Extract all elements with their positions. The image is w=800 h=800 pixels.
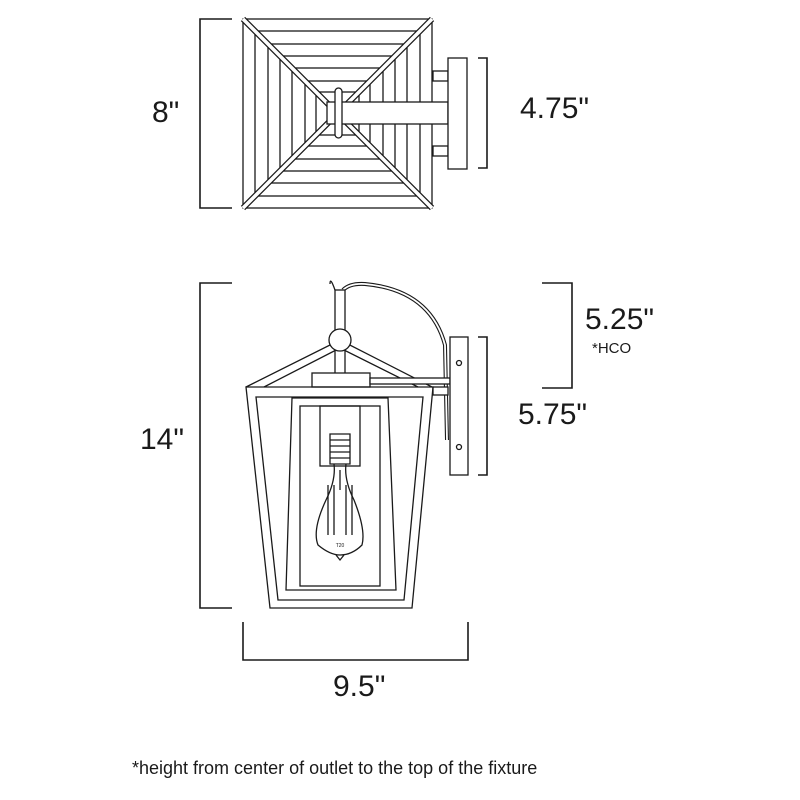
side-view: T20 [245, 280, 469, 609]
width-dimension [242, 622, 469, 661]
top-height-label: 8" [152, 96, 180, 129]
hco-note: *HCO [592, 340, 632, 357]
side-height-label: 14" [140, 423, 185, 456]
svg-text:T20: T20 [336, 543, 345, 549]
bulb: T20 [315, 433, 364, 562]
hco-label: 5.25" [585, 303, 655, 336]
side-height-dimension [199, 282, 232, 609]
footnote: *height from center of outlet to the top… [132, 758, 538, 778]
top-backplate-dimension [478, 57, 488, 169]
top-backplate-label: 4.75" [520, 92, 590, 125]
side-backplate-dimension [478, 336, 488, 476]
top-view [240, 16, 468, 211]
width-label: 9.5" [333, 670, 386, 703]
top-height-dimension [199, 18, 232, 209]
hco-dimension [542, 282, 573, 389]
side-backplate-label: 5.75" [518, 398, 588, 431]
